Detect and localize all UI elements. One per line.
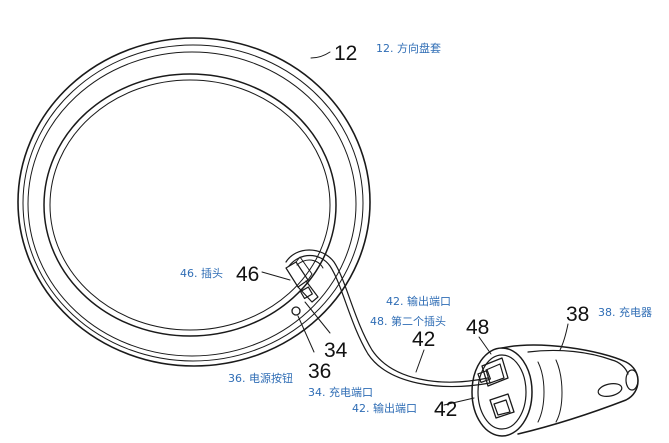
output-port-lower (489, 393, 515, 419)
ref-number-46: 46 (236, 263, 259, 286)
caption-charging-port: 34. 充电端口 (308, 385, 373, 399)
caption-power-button: 36. 电源按钮 (228, 371, 293, 385)
ref-number-42-mid: 42 (412, 328, 435, 351)
caption-output-port-bottom: 42. 输出端口 (352, 401, 417, 415)
leader-lines (261, 51, 569, 406)
ref-number-36: 36 (308, 360, 331, 383)
output-port-upper (477, 357, 509, 387)
car-charger (471, 344, 639, 437)
caption-charger: 38. 充电器 (598, 305, 652, 319)
caption-plug-48: 48. 第二个插头 (370, 314, 446, 328)
ref-number-12: 12 (334, 42, 357, 65)
ref-number-34: 34 (324, 339, 348, 362)
caption-steering-wheel-cover: 12. 方向盘套 (376, 41, 441, 55)
caption-plug-46: 46. 插头 (180, 266, 223, 280)
charging-cable (285, 249, 491, 388)
steering-wheel-cover (17, 37, 371, 367)
ref-number-42-bottom: 42 (434, 398, 457, 421)
power-button (291, 306, 301, 316)
ref-number-38: 38 (566, 303, 589, 326)
ref-number-48: 48 (466, 316, 489, 339)
caption-output-port-mid: 42. 输出端口 (386, 294, 451, 308)
plug-46 (285, 256, 319, 303)
